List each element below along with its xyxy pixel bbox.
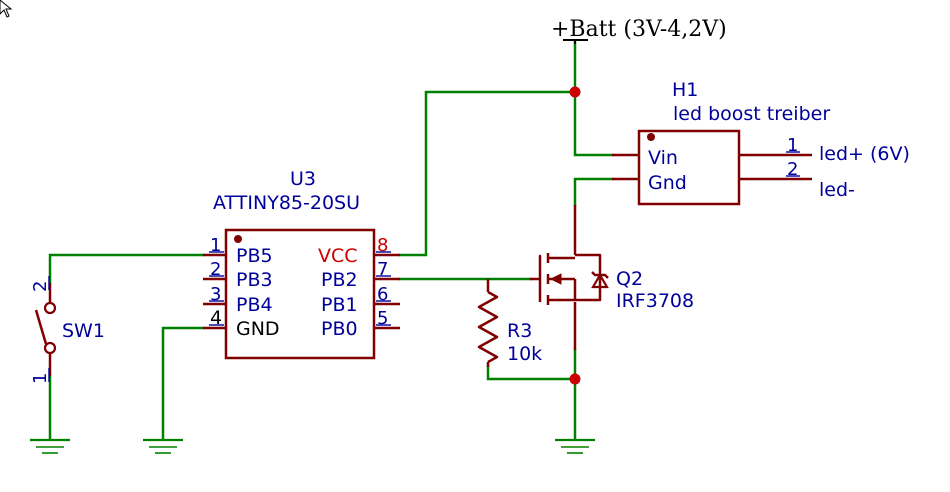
ground-symbol-sw xyxy=(30,438,70,454)
r3-value: 10k xyxy=(507,343,542,365)
u3-pin-number-3: 3 xyxy=(210,284,221,305)
battery-power-flag: +Batt (3V-4,2V) xyxy=(551,17,727,44)
net-label-led-minus: led- xyxy=(819,179,855,201)
u3-pin-name-pb5: PB5 xyxy=(236,245,273,267)
sw1-ref: SW1 xyxy=(62,320,105,342)
h1-body xyxy=(637,129,741,206)
q2-value: IRF3708 xyxy=(616,290,694,312)
sw1-pin-number-2: 2 xyxy=(30,281,51,292)
r3-ref: R3 xyxy=(507,320,532,342)
u3-pin-name-pb1: PB1 xyxy=(321,294,358,316)
h1-pin-number-1: 1 xyxy=(787,135,798,156)
u3-pin-name-pb4: PB4 xyxy=(236,294,273,316)
u3-body xyxy=(224,228,376,360)
u3-pin-number-4: 4 xyxy=(210,307,222,329)
h1-value: led boost treiber xyxy=(673,103,830,125)
u3-pin-name-pb2: PB2 xyxy=(321,269,358,291)
wire-drain xyxy=(573,177,614,207)
wire-u3-gnd xyxy=(161,326,205,440)
wires xyxy=(48,40,614,440)
u3-pin-number-2: 2 xyxy=(210,259,221,280)
u3-pin-name-pb3: PB3 xyxy=(236,269,273,291)
sw1-switch: SW1 2 1 xyxy=(30,276,105,384)
u3-pin1-marker xyxy=(234,235,242,243)
h1-pin-name-vin: Vin xyxy=(648,147,678,169)
u3-pin-number-6: 6 xyxy=(377,284,388,305)
u3-value: ATTINY85-20SU xyxy=(213,192,360,214)
sw1-pin-number-1: 1 xyxy=(30,373,51,384)
u3-pin-number-7: 7 xyxy=(377,259,388,280)
u3-pin-name-pb0: PB0 xyxy=(321,318,358,340)
ground-symbol-u3 xyxy=(143,438,183,454)
r3-resistor: R3 10k xyxy=(477,279,542,367)
batt-label: +Batt (3V-4,2V) xyxy=(551,17,727,42)
wire-vin xyxy=(573,90,614,157)
ground-symbol-q2 xyxy=(555,438,595,454)
u3-pin-number-5: 5 xyxy=(377,308,388,329)
h1-pin1-marker xyxy=(647,133,655,141)
h1-pin-number-2: 2 xyxy=(787,159,798,180)
wire-vcc xyxy=(398,90,577,257)
u3-pin-name-gnd: GND xyxy=(236,318,280,340)
u3-pin-number-8: 8 xyxy=(377,235,388,256)
mouse-cursor-icon xyxy=(0,0,13,18)
u3-attiny85: U3 ATTINY85-20SU 1 2 3 4 8 7 6 5 PB5 PB3… xyxy=(203,168,400,360)
wire-r3-bottom xyxy=(486,365,577,381)
junction-gnd xyxy=(569,373,581,385)
junction-vcc xyxy=(569,86,581,98)
h1-led-boost-driver: H1 led boost treiber Vin Gnd 1 2 led+ (6… xyxy=(612,79,910,206)
wire-pb5 xyxy=(48,253,205,285)
u3-pin-name-vcc: VCC xyxy=(318,245,358,267)
h1-ref: H1 xyxy=(672,79,698,101)
u3-ref: U3 xyxy=(290,168,316,190)
h1-pin-name-gnd: Gnd xyxy=(648,172,687,194)
u3-pin-number-1: 1 xyxy=(210,235,221,256)
q2-mosfet: Q2 IRF3708 xyxy=(530,205,694,350)
net-label-led-plus: led+ (6V) xyxy=(819,143,910,165)
q2-ref: Q2 xyxy=(616,268,643,290)
